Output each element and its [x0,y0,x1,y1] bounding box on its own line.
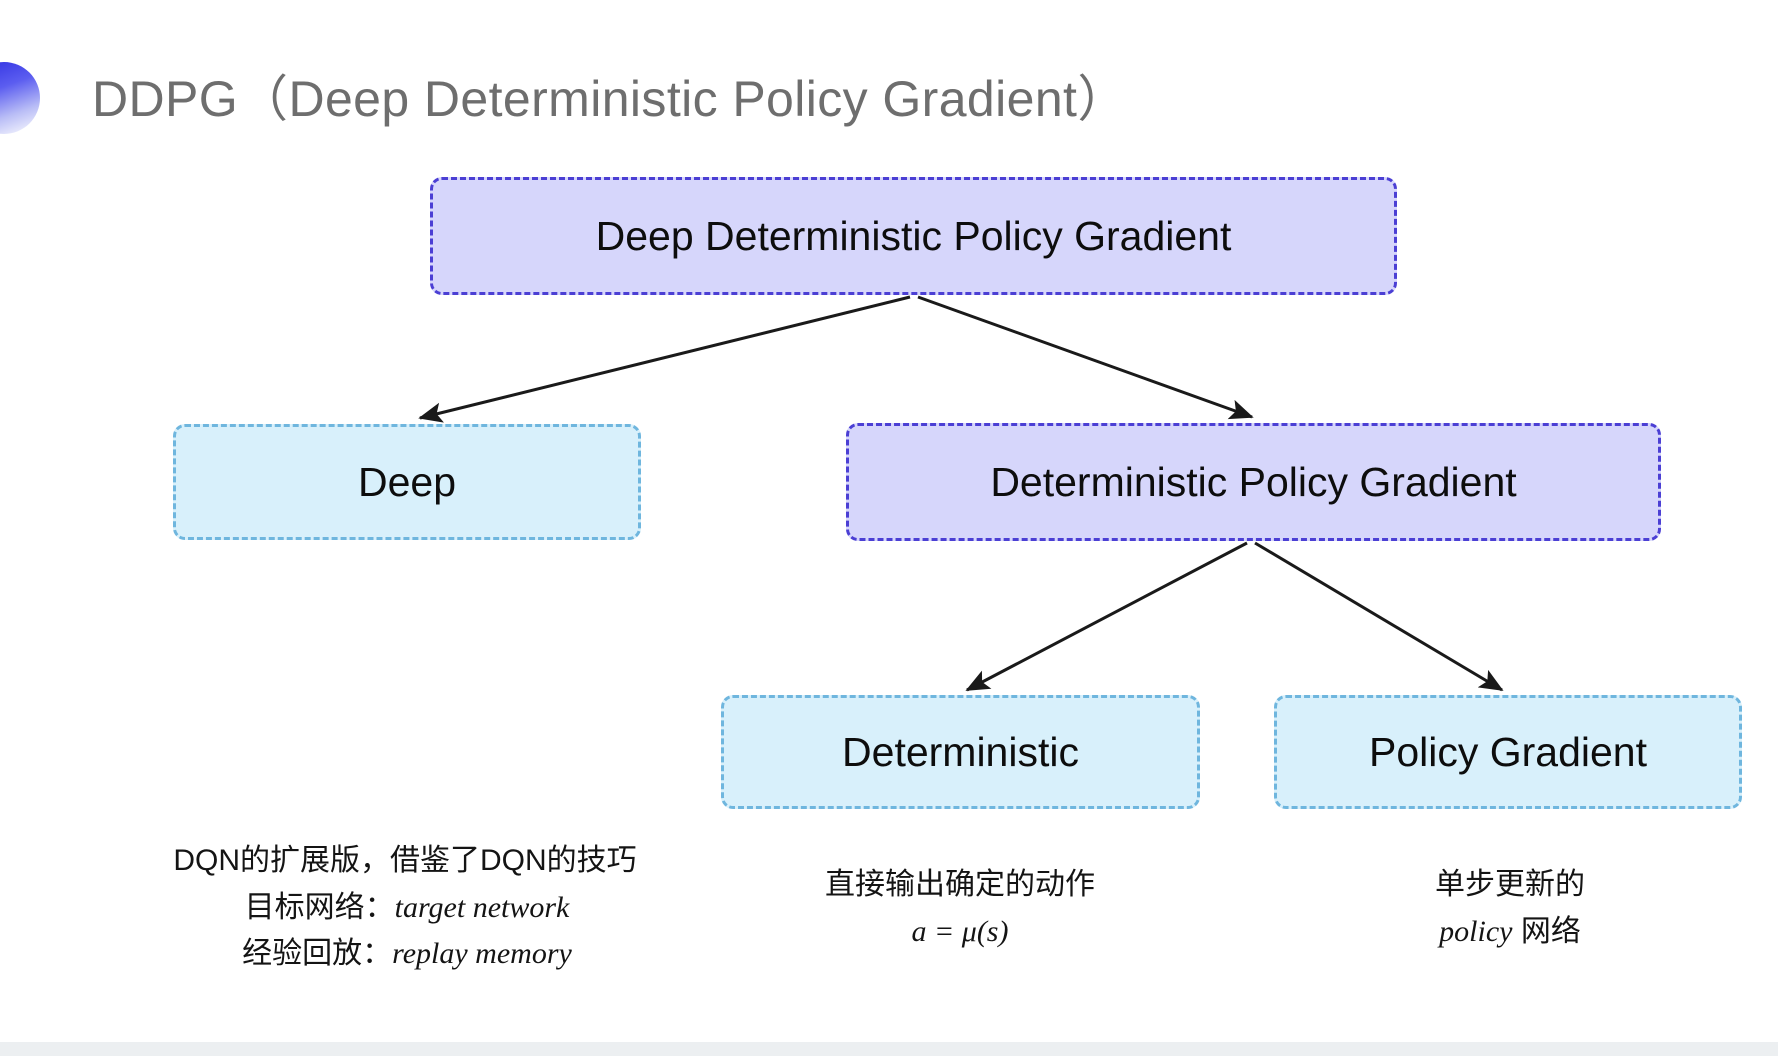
caption-deep-line1: DQN的扩展版，借鉴了DQN的技巧 [173,844,637,877]
node-deterministic[interactable]: Deterministic [721,695,1200,809]
node-deterministic-policy-gradient[interactable]: Deterministic Policy Gradient [846,423,1661,541]
caption-policy-line2-label: 网络 [1512,914,1581,948]
gradient-half-circle-icon [0,62,40,134]
caption-deep-line2-label: 目标网络： [244,890,395,924]
node-label: Deep Deterministic Policy Gradient [595,212,1232,259]
caption-policy-gradient: 单步更新的 policy 网络 [1300,862,1720,955]
caption-deep-line2-term: target network [394,890,570,924]
node-label: Deep [357,458,456,505]
caption-policy-line2: policy 网络 [1300,909,1720,956]
page-title: DDPG（Deep Deterministic Policy Gradient） [92,71,1128,127]
caption-deterministic: 直接输出确定的动作 a = μ(s) [735,862,1185,955]
caption-deep-line2: 目标网络：target network [90,885,720,932]
arrow-dpg-to-deterministic [965,541,1248,692]
caption-deep-line3-term: replay memory [392,937,572,970]
caption-policy-line1: 单步更新的 [1435,868,1585,901]
caption-deterministic-formula: a = μ(s) [911,914,1009,948]
caption-deep: DQN的扩展版，借鉴了DQN的技巧 目标网络：target network 经验… [90,838,720,978]
arrow-root-to-deep [418,295,911,423]
caption-policy-line2-term: policy [1439,914,1513,948]
node-label: Policy Gradient [1368,728,1647,775]
node-policy-gradient[interactable]: Policy Gradient [1274,695,1742,809]
arrow-dpg-to-policy-gradient [1254,541,1504,692]
caption-deep-line3-label: 经验回放： [242,937,393,970]
caption-deep-line3: 经验回放：replay memory [90,931,720,978]
node-deep[interactable]: Deep [173,424,641,540]
bottom-strip [0,1042,1778,1056]
node-label: Deterministic [842,728,1079,775]
node-deep-deterministic-policy-gradient[interactable]: Deep Deterministic Policy Gradient [430,177,1397,295]
arrow-root-to-dpg [917,295,1254,420]
node-label: Deterministic Policy Gradient [990,458,1517,505]
caption-deterministic-line1: 直接输出确定的动作 [825,868,1095,901]
